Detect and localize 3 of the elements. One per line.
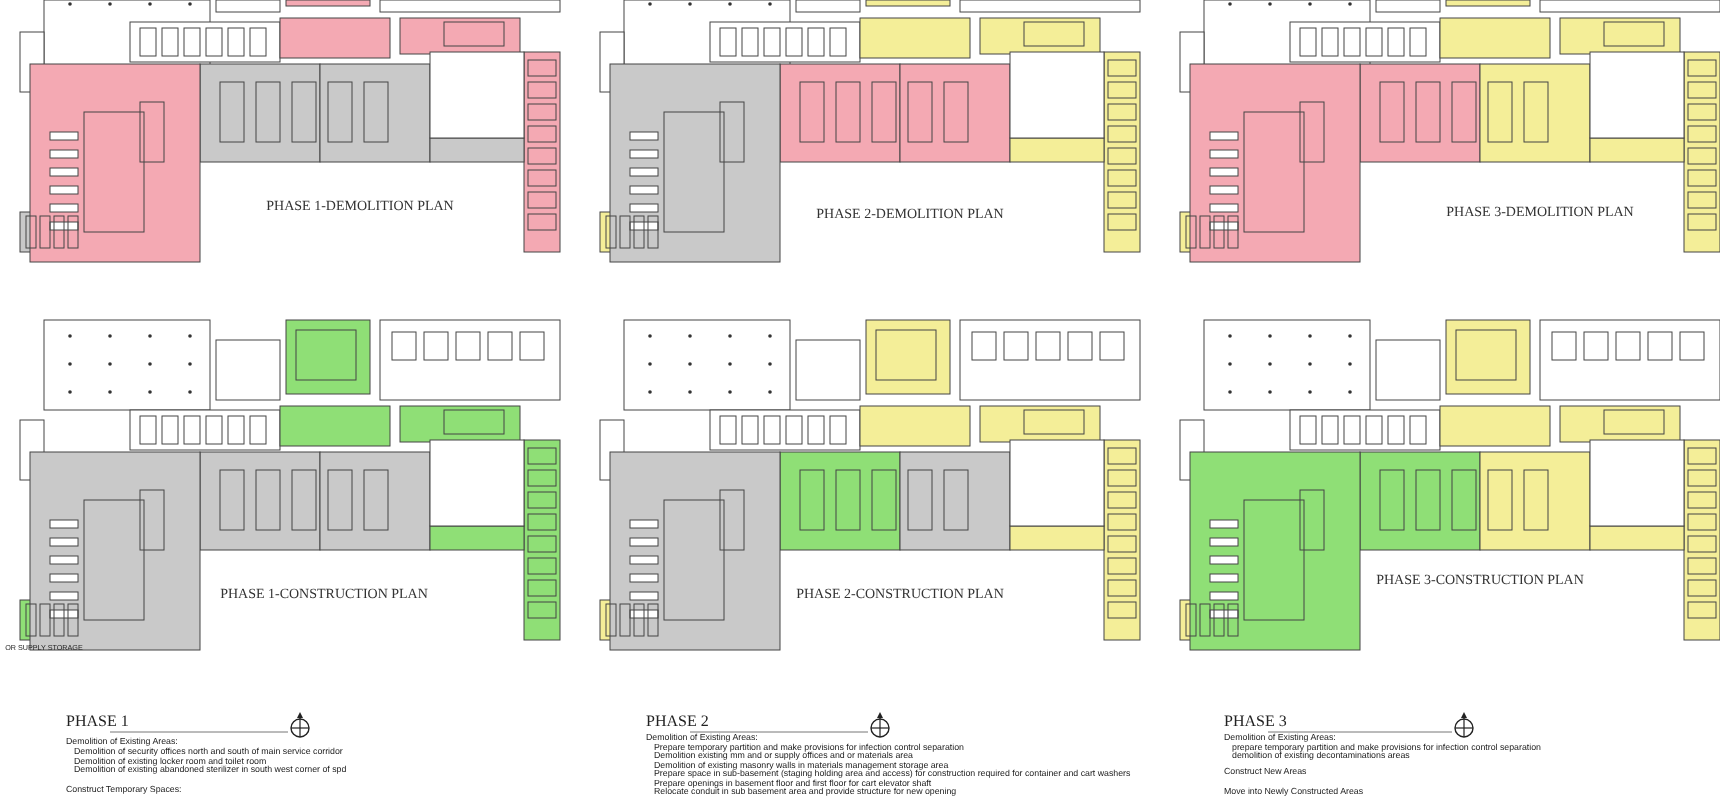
- phase-heading: PHASE 2: [646, 714, 709, 730]
- phase-heading: PHASE 3: [1224, 714, 1287, 730]
- phase-heading: PHASE 1: [66, 714, 129, 730]
